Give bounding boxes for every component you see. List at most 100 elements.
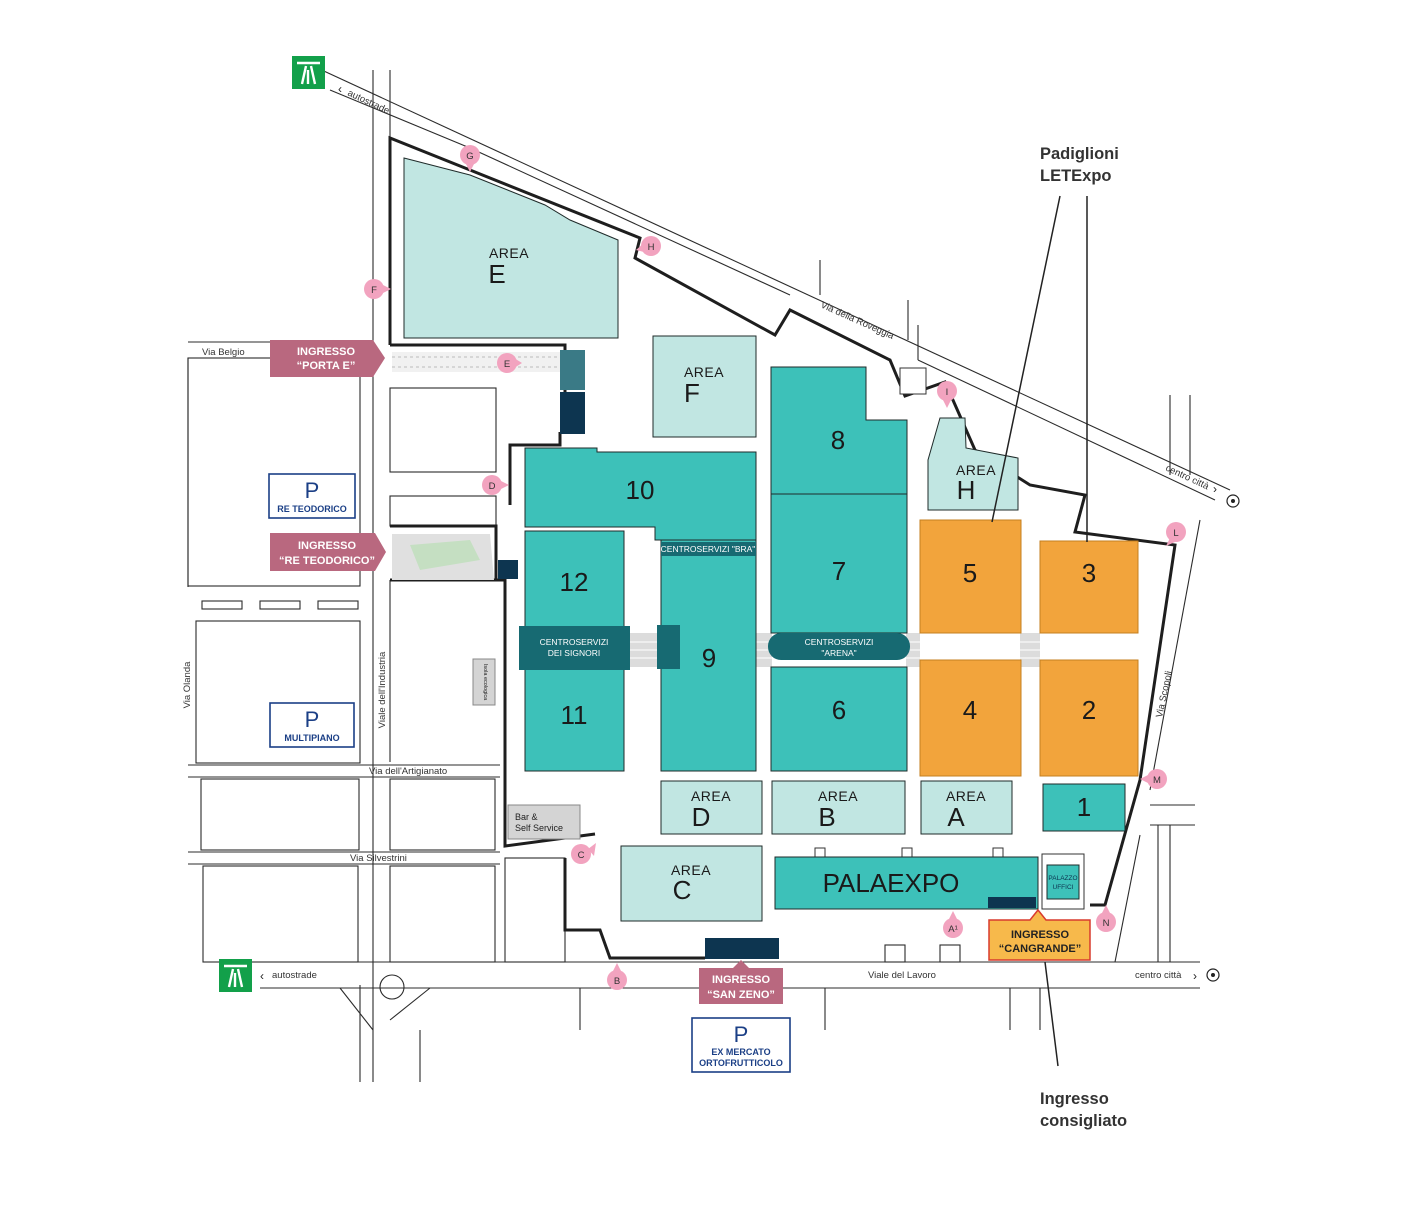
centroservizi-bra[interactable]: CENTROSERVIZI "BRA" [661, 542, 756, 556]
area-e[interactable]: AREA E [403, 157, 619, 339]
svg-text:8: 8 [831, 425, 845, 455]
hall-5[interactable]: 5 [919, 519, 1022, 634]
svg-text:9: 9 [702, 643, 716, 673]
parking-re-teodorico[interactable]: P RE TEODORICO [268, 473, 356, 519]
ingresso-cangrande[interactable]: INGRESSO “CANGRANDE” [988, 908, 1091, 961]
svg-text:‹: ‹ [260, 969, 264, 983]
gate-n[interactable]: N [1096, 905, 1116, 932]
svg-text:B: B [818, 802, 835, 832]
ingresso-re-teodorico[interactable]: INGRESSO “RE TEODORICO” [270, 533, 386, 571]
palaexpo[interactable]: PALAEXPO [774, 847, 1039, 910]
centroservizi-dei-signori[interactable]: CENTROSERVIZI DEI SIGNORI [519, 626, 630, 670]
svg-text:Viale dell'Industria: Viale dell'Industria [377, 651, 388, 728]
connector-block [657, 625, 680, 669]
svg-text:M: M [1153, 775, 1161, 786]
gate-c[interactable]: C [571, 843, 596, 864]
gate-l[interactable]: L [1166, 522, 1186, 546]
svg-text:AREA: AREA [684, 364, 724, 380]
isola-ecologica: Isola ecologica [472, 658, 496, 706]
svg-text:INGRESSO: INGRESSO [1011, 929, 1070, 941]
svg-text:EX MERCATO: EX MERCATO [711, 1047, 770, 1057]
svg-text:D: D [489, 481, 496, 492]
gate-h[interactable]: H [636, 236, 661, 256]
hall-12[interactable]: 12 [524, 530, 625, 635]
svg-text:ORTOFRUTTICOLO: ORTOFRUTTICOLO [699, 1058, 783, 1068]
area-b[interactable]: AREA B [771, 780, 906, 835]
svg-text:C: C [673, 875, 692, 905]
svg-text:AREA: AREA [956, 462, 996, 478]
gate-d[interactable]: D [482, 475, 509, 495]
svg-text:Ingresso: Ingresso [1040, 1090, 1109, 1108]
hall-1[interactable]: 1 [1042, 783, 1126, 832]
ingresso-porta-e[interactable]: INGRESSO “PORTA E” [270, 340, 385, 377]
svg-text:P: P [734, 1022, 749, 1047]
hall-8[interactable]: 8 [770, 366, 908, 495]
svg-text:Self Service: Self Service [515, 823, 563, 833]
svg-text:10: 10 [626, 475, 655, 505]
svg-text:Isola ecologica: Isola ecologica [482, 664, 488, 701]
bar-self-service[interactable]: Bar & Self Service [507, 804, 581, 840]
svg-text:AREA: AREA [946, 788, 986, 804]
svg-text:AREA: AREA [691, 788, 731, 804]
svg-text:P: P [305, 707, 320, 732]
svg-text:11: 11 [561, 700, 588, 730]
hall-7[interactable]: 7 [770, 493, 908, 634]
svg-text:PALAEXPO: PALAEXPO [823, 868, 960, 898]
palazzo-uffici[interactable]: PALAZZO UFFICI [1041, 853, 1085, 910]
svg-text:12: 12 [560, 567, 589, 597]
svg-text:Via Olanda: Via Olanda [182, 661, 193, 709]
svg-text:4: 4 [963, 695, 977, 725]
svg-text:Padiglioni: Padiglioni [1040, 145, 1119, 163]
hall-4[interactable]: 4 [919, 659, 1022, 777]
svg-text:Via Silvestrini: Via Silvestrini [350, 853, 407, 864]
area-a[interactable]: AREA A [920, 780, 1013, 835]
parking-ex-mercato[interactable]: P EX MERCATO ORTOFRUTTICOLO [691, 1017, 791, 1073]
svg-text:2: 2 [1082, 695, 1096, 725]
svg-text:Via Belgio: Via Belgio [202, 347, 245, 358]
hall-3[interactable]: 3 [1039, 540, 1139, 634]
svg-text:C: C [578, 850, 585, 861]
porta-e-building [560, 392, 585, 434]
gate-e[interactable]: E [497, 353, 522, 373]
svg-text:consigliato: consigliato [1040, 1112, 1127, 1130]
parking-multipiano[interactable]: P MULTIPIANO [269, 702, 355, 748]
gate-b[interactable]: B [607, 963, 627, 990]
gate-g[interactable]: G [460, 145, 480, 172]
svg-text:5: 5 [963, 558, 977, 588]
svg-text:6: 6 [832, 695, 846, 725]
svg-text:INGRESSO: INGRESSO [297, 346, 356, 358]
gate-f[interactable]: F [364, 279, 391, 299]
area-d[interactable]: AREA D [660, 780, 763, 835]
svg-text:H: H [957, 475, 976, 505]
gate-a1[interactable]: A¹ [943, 911, 963, 938]
svg-text:“CANGRANDE”: “CANGRANDE” [999, 943, 1082, 955]
re-teodorico-building [498, 560, 518, 579]
svg-text:›: › [1213, 482, 1217, 496]
centroservizi-arena[interactable]: CENTROSERVIZI "ARENA" [768, 633, 910, 660]
svg-text:Viale del Lavoro: Viale del Lavoro [868, 970, 936, 981]
area-c[interactable]: AREA C [620, 845, 763, 922]
svg-text:H: H [648, 242, 655, 253]
hall-6[interactable]: 6 [770, 666, 908, 772]
svg-text:L: L [1173, 528, 1178, 539]
ingresso-san-zeno[interactable]: INGRESSO “SAN ZENO” [699, 960, 783, 1004]
gate-m[interactable]: M [1140, 769, 1167, 789]
svg-text:UFFICI: UFFICI [1053, 884, 1074, 891]
svg-text:7: 7 [832, 556, 846, 586]
svg-text:INGRESSO: INGRESSO [712, 974, 771, 986]
small-building [899, 367, 927, 395]
svg-text:MULTIPIANO: MULTIPIANO [284, 733, 339, 743]
hall-2[interactable]: 2 [1039, 659, 1139, 777]
porta-e-gates [560, 350, 585, 390]
svg-text:Bar &: Bar & [515, 812, 538, 822]
area-h[interactable]: AREA H [927, 417, 1019, 511]
hall-11[interactable]: 11 [524, 665, 625, 772]
gate-i[interactable]: I [937, 381, 957, 408]
hall-10[interactable]: 10 [524, 447, 757, 541]
svg-text:LETExpo: LETExpo [1040, 167, 1112, 185]
svg-text:F: F [684, 378, 700, 408]
area-f[interactable]: AREA F [652, 335, 757, 438]
svg-text:AREA: AREA [671, 862, 711, 878]
svg-text:“PORTA E”: “PORTA E” [297, 360, 356, 372]
